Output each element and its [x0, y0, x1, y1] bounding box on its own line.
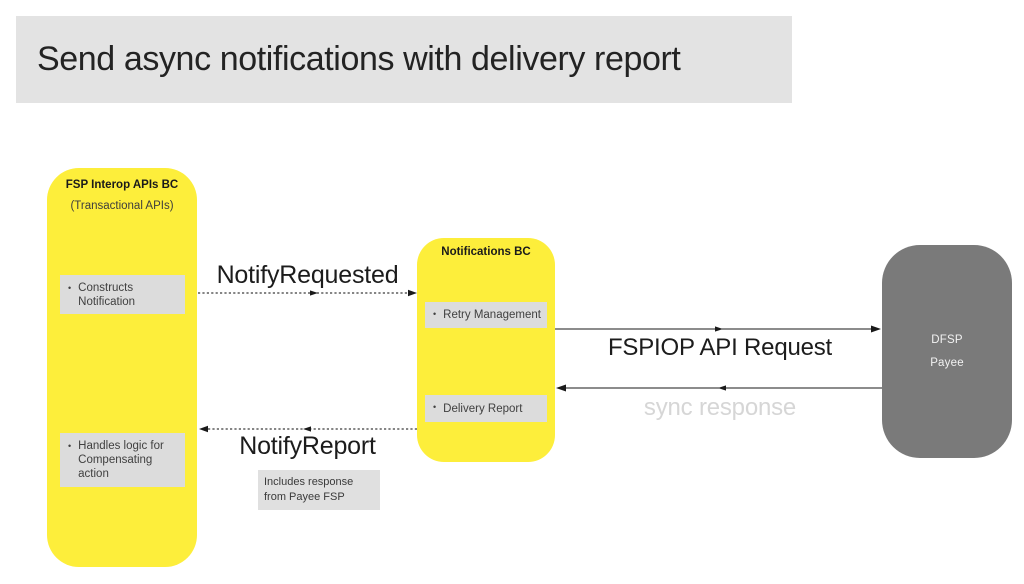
- bullet-icon: •: [433, 309, 437, 319]
- actor-dfsp-payee: DFSP Payee: [882, 245, 1012, 458]
- capability-label: Delivery Report: [443, 402, 523, 415]
- arrow-notify-requested: [198, 289, 417, 297]
- actor-fsp-interop-apis-bc: FSP Interop APIs BC (Transactional APIs)…: [47, 168, 197, 567]
- actor-title: Notifications BC: [441, 246, 531, 258]
- actor-subtitle: (Transactional APIs): [70, 200, 174, 212]
- page-title: Send async notifications with delivery r…: [37, 40, 681, 78]
- actor-title: FSP Interop APIs BC: [65, 179, 179, 191]
- label-sync-response: sync response: [643, 394, 797, 421]
- actor-line-payee: Payee: [930, 357, 964, 369]
- capability-label: Constructs Notification: [78, 282, 136, 308]
- actor-line-dfsp: DFSP: [931, 334, 963, 346]
- label-fspiop-api-request: FSPIOP API Request: [607, 334, 833, 361]
- actor-notifications-bc: Notifications BC • Retry Management • De…: [417, 238, 555, 462]
- note-includes-response: Includes response from Payee FSP: [258, 470, 380, 510]
- capability-label: Handles logic for Compensating action: [78, 440, 164, 480]
- capability-retry-management: • Retry Management: [425, 302, 547, 328]
- bullet-icon: •: [68, 283, 72, 293]
- capability-constructs-notification: • Constructs Notification: [60, 275, 185, 314]
- bullet-icon: •: [433, 402, 437, 412]
- arrow-fspiop-api-request: [555, 325, 881, 333]
- capability-delivery-report: • Delivery Report: [425, 395, 547, 422]
- label-notify-report: NotifyReport: [239, 432, 376, 460]
- arrow-sync-response: [556, 384, 882, 392]
- bullet-icon: •: [68, 441, 72, 451]
- title-banner: Send async notifications with delivery r…: [16, 16, 792, 103]
- capability-handles-compensating-logic: • Handles logic for Compensating action: [60, 433, 185, 487]
- capability-label: Retry Management: [443, 309, 541, 321]
- label-notify-requested: NotifyRequested: [216, 261, 399, 289]
